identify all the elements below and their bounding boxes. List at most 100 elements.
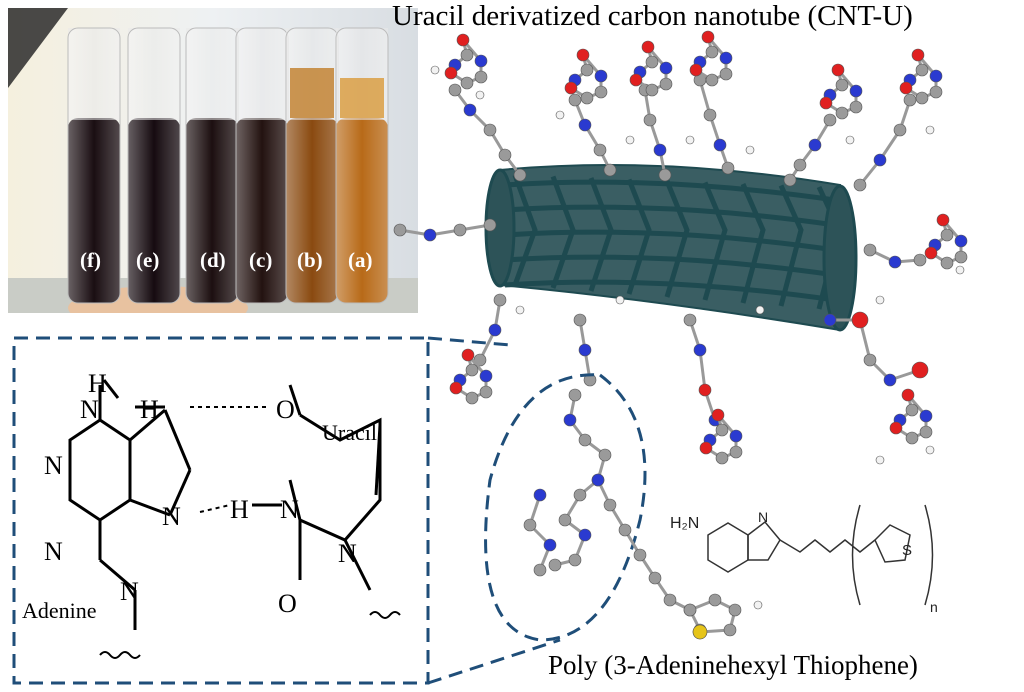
atom-ball xyxy=(925,445,935,455)
sulfur-atom xyxy=(692,624,708,640)
atom-ball xyxy=(905,403,919,417)
atom-ball xyxy=(849,84,863,98)
atom-ball xyxy=(683,313,697,327)
atom-ball xyxy=(523,518,537,532)
atom-ball xyxy=(568,93,582,107)
atom-n9: N xyxy=(120,577,139,606)
atom-ball xyxy=(460,76,474,90)
atom-ball xyxy=(578,528,592,542)
atom-ball xyxy=(456,33,470,47)
base-pair-highlight xyxy=(484,373,647,642)
atom-h-top: H xyxy=(88,369,107,398)
atom-ball xyxy=(474,54,488,68)
atom-ball xyxy=(729,445,743,459)
atom-ball xyxy=(663,593,677,607)
cnt-mesh-line xyxy=(664,180,690,298)
atom-o-top: O xyxy=(276,395,295,424)
atom-ball xyxy=(823,313,837,327)
atom-ball xyxy=(924,246,938,260)
atom-ball xyxy=(835,106,849,120)
atom-ball xyxy=(449,381,463,395)
atom-ball xyxy=(533,563,547,577)
atom-ball xyxy=(423,228,437,242)
atom-ball xyxy=(594,85,608,99)
vial-e xyxy=(127,27,181,304)
atom-ball xyxy=(659,77,673,91)
atom-ball xyxy=(745,145,755,155)
cnt-mesh-line xyxy=(626,178,652,295)
atom-ball xyxy=(479,369,493,383)
figure-title: Uracil derivatized carbon nanotube (CNT-… xyxy=(392,0,913,32)
bond-stick xyxy=(698,349,707,391)
atom-h-mid: H xyxy=(230,495,249,524)
atom-ball xyxy=(461,348,475,362)
atom-ball xyxy=(393,223,407,237)
polymer-nh2: H₂N xyxy=(670,515,699,532)
atom-ball xyxy=(594,69,608,83)
atom-h-amine: H xyxy=(140,395,159,424)
atom-ball xyxy=(911,361,929,379)
atom-ball xyxy=(648,571,662,585)
atom-ball xyxy=(685,135,695,145)
atom-ball xyxy=(715,451,729,465)
atom-ball xyxy=(719,67,733,81)
atom-ball xyxy=(645,83,659,97)
atom-ball xyxy=(929,85,943,99)
uracil-label: Uracil xyxy=(322,420,377,445)
cnt-ring-line xyxy=(504,179,836,203)
cnt-ring-line xyxy=(504,229,836,253)
polymer-n-subscript: n xyxy=(930,599,938,615)
atom-ball xyxy=(913,253,927,267)
atom-ball xyxy=(705,73,719,87)
atom-ball xyxy=(853,178,867,192)
atom-ball xyxy=(808,138,822,152)
atom-ball xyxy=(955,265,965,275)
atom-ball xyxy=(645,55,659,69)
atom-ball xyxy=(849,100,863,114)
atom-ball xyxy=(479,385,493,399)
atom-ball xyxy=(430,65,440,75)
atom-ball xyxy=(578,433,592,447)
atom-ball xyxy=(936,213,950,227)
vial-label-c: (c) xyxy=(249,248,273,272)
atom-ball xyxy=(703,108,717,122)
atom-ball xyxy=(719,51,733,65)
atom-ball xyxy=(493,293,507,307)
atom-ball xyxy=(875,295,885,305)
atom-ball xyxy=(563,413,577,427)
atom-ball xyxy=(835,78,849,92)
atom-ball xyxy=(576,48,590,62)
cnt-mesh-line xyxy=(778,184,804,307)
atom-ball xyxy=(593,143,607,157)
adenine-uracil-structure xyxy=(68,379,382,630)
atom-ball xyxy=(711,408,725,422)
atom-ball xyxy=(954,250,968,264)
vial-label-a: (a) xyxy=(348,248,373,272)
atom-ball xyxy=(463,103,477,117)
atom-o-bottom: O xyxy=(278,589,297,618)
atom-ball xyxy=(543,538,557,552)
atom-n-uracil3: N xyxy=(280,495,299,524)
atom-ball xyxy=(728,603,742,617)
atom-ball xyxy=(653,143,667,157)
atom-ball xyxy=(899,81,913,95)
atom-ball xyxy=(873,153,887,167)
atom-ball xyxy=(693,343,707,357)
atom-ball xyxy=(465,363,479,377)
atom-ball xyxy=(699,441,713,455)
atom-ball xyxy=(919,425,933,439)
vial-label-e: (e) xyxy=(136,248,160,272)
atom-ball xyxy=(578,118,592,132)
atom-ball xyxy=(919,409,933,423)
atom-ball xyxy=(905,431,919,445)
inset-frame xyxy=(12,336,561,685)
atom-ball xyxy=(615,295,625,305)
atom-ball xyxy=(474,70,488,84)
atom-ball xyxy=(580,91,594,105)
atom-ball xyxy=(448,83,462,97)
atom-ball xyxy=(603,498,617,512)
atom-ball xyxy=(689,63,703,77)
atom-ball xyxy=(498,148,512,162)
atom-ball xyxy=(568,388,582,402)
